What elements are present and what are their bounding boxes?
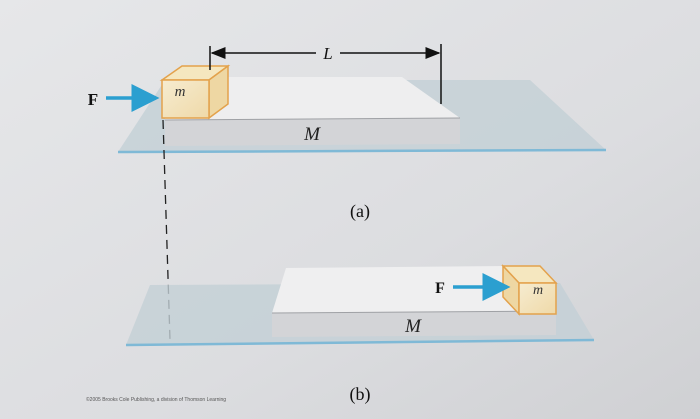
block-front-a [161,79,210,119]
length-label: L [322,44,332,63]
slab-front-b [272,311,556,337]
slab-top-a [165,77,460,120]
copyright-text: ©2005 Brooks Cole Publishing, a division… [86,396,226,403]
slab-label-a: M [303,124,321,145]
slab-label-b: M [404,316,422,337]
block-label-a: m [175,84,186,100]
slab-edge-a [164,117,461,121]
slab-edge-b [271,310,557,314]
slab-front-a [165,118,460,146]
caption-a: (a) [350,201,370,222]
caption-b: (b) [350,384,371,405]
force-label-b: F [435,280,445,297]
floor-edge-a [117,148,607,154]
figure-a: M m F L (a) [88,44,607,222]
force-label-a: F [88,90,98,109]
block-label-b: m [533,283,543,298]
floor-edge-b [125,338,595,347]
figure-b: M m F (b) [125,264,595,405]
block-front-b [518,282,557,315]
